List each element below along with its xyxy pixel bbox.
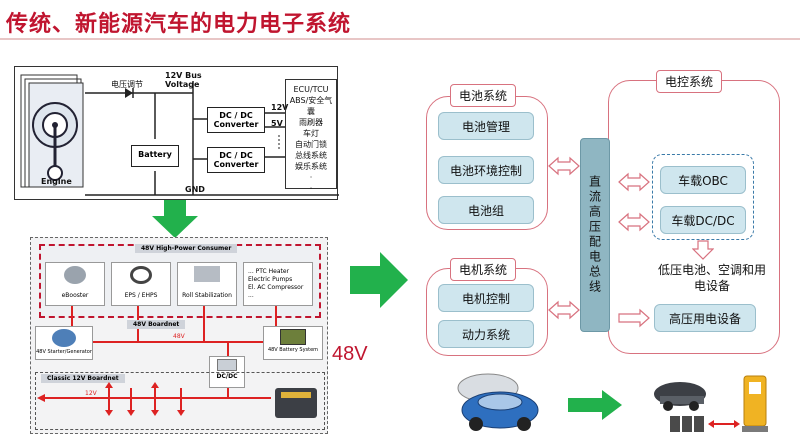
load-item: ECU/TCU (293, 85, 329, 94)
boardnet12-group (35, 372, 325, 430)
bus-12v-lines (37, 382, 271, 416)
battery-label: Battery (138, 150, 172, 159)
title-divider (0, 38, 800, 40)
right-arrow-icon (568, 390, 622, 420)
motor-item-1: 电机控制 (438, 284, 534, 312)
consumer-item-4: ... PTC Heater Electric Pumps El. AC Com… (243, 262, 313, 306)
motor-item-2: 动力系统 (438, 320, 534, 348)
battery12-illustration (275, 388, 317, 418)
consumer-item-2: EPS / EHPS (111, 262, 171, 306)
feed-line (203, 306, 205, 342)
load-item: 总线系统 (295, 151, 327, 160)
double-arrow-icon (618, 212, 650, 232)
engine-illustration: Engine (19, 73, 87, 191)
charging-illustration (654, 375, 768, 432)
consumer-illustration (64, 266, 86, 284)
starter-illustration (52, 329, 76, 347)
control-system-label: 电控系统 (656, 70, 723, 93)
battery12-terminal (281, 392, 311, 398)
page-title: 传统、新能源汽车的电力电子系统 (6, 12, 352, 37)
load-list: ECU/TCU ABS/安全气囊 雨刷器 车灯 自动门锁 总线系统 娱乐系统 ·… (285, 79, 337, 193)
bus-label-voltage: Voltage (165, 80, 200, 89)
battery48-label: 48V Battery System (267, 347, 319, 353)
electric-car-illustration (457, 373, 539, 431)
down-arrow-icon (152, 200, 198, 238)
motor-system-label: 电机系统 (450, 258, 517, 281)
double-arrow-icon (548, 300, 580, 320)
dcdc2-line1: DC / DC (219, 151, 253, 160)
load-item: 自动门锁 (295, 140, 327, 149)
line48-label: 48V (173, 333, 185, 340)
consumer-label: ... PTC Heater Electric Pumps El. AC Com… (248, 268, 304, 299)
down-arrow-icon (692, 240, 714, 260)
load-item: · (309, 184, 313, 193)
battery48-illustration (280, 329, 306, 345)
boardnet12-label: Classic 12V Boardnet (41, 374, 125, 383)
consumer-label: eBooster (61, 292, 89, 299)
dcdc1-line1: DC / DC (219, 111, 253, 120)
dcdc2-line2: Converter (213, 160, 259, 169)
consumer-item-3: Roll Stabilization (177, 262, 237, 306)
dcdc-48-label: DC/DC (216, 373, 238, 380)
load-item: ABS/安全气囊 (289, 96, 333, 116)
onboard-group (652, 154, 754, 240)
double-arrow-icon (548, 156, 580, 176)
feed-line (227, 388, 229, 398)
load-item: 雨刷器 (299, 118, 323, 127)
consumer-label: EPS / EHPS (124, 292, 158, 299)
bus-48v-line (71, 341, 277, 343)
hv-dc-bus: 直流高压配电总线 (580, 138, 610, 332)
load-item: · (309, 173, 313, 182)
v5-label: 5V (271, 119, 283, 128)
battery-box: Battery (131, 145, 179, 167)
right-arrow-icon (350, 252, 408, 308)
right-arrow-icon (618, 308, 650, 328)
feed-line (227, 342, 229, 356)
load-item: 车灯 (303, 129, 319, 138)
load-item: 娱乐系统 (295, 162, 327, 171)
consumer-item-1: eBooster (45, 262, 105, 306)
battery-system-label: 电池系统 (450, 84, 517, 107)
dcdc-48-illustration (217, 359, 237, 371)
traditional-12v-schematic: Engine 电压调节 12V Bus Voltage Battery DC /… (14, 66, 339, 200)
battery-item-1: 电池管理 (438, 112, 534, 140)
consumer-illustration (130, 266, 152, 284)
starter-label: 48V Starter/Generator (36, 349, 92, 355)
starter-generator: 48V Starter/Generator (35, 326, 93, 360)
diagram-48v: 48V High-Power Consumer eBooster EPS / E… (30, 237, 328, 434)
dcdc1-line2: Converter (213, 120, 259, 129)
onboard-obc: 车载OBC (660, 166, 746, 194)
v12-label: 12V (271, 103, 289, 112)
feed-line (71, 306, 73, 342)
feed-line (275, 306, 277, 342)
voltage-reg-label: 电压调节 (111, 80, 143, 89)
battery48-system: 48V Battery System (263, 326, 323, 360)
low-voltage-devices: 低压电池、空调和用电设备 (657, 263, 766, 293)
line12-label: 12V (85, 390, 97, 397)
battery-item-2: 电池环境控制 (438, 156, 534, 184)
consumer-illustration (194, 266, 220, 282)
dcdc-converter-1: DC / DC Converter (207, 107, 265, 133)
onboard-dcdc: 车载DC/DC (660, 206, 746, 234)
battery-item-3: 电池组 (438, 196, 534, 224)
dcdc-converter-2: DC / DC Converter (207, 147, 265, 173)
high-voltage-devices: 高压用电设备 (654, 304, 756, 332)
gnd-label: GND (185, 185, 205, 194)
label-48v: 48V (332, 343, 368, 365)
consumer-label: Roll Stabilization (182, 292, 232, 299)
boardnet48-label: 48V Boardnet (127, 320, 186, 329)
schematic-wiring (85, 81, 339, 196)
engine-label: Engine (41, 177, 72, 186)
bus-label: 12V Bus (165, 71, 202, 80)
double-arrow-icon (618, 172, 650, 192)
consumer-header: 48V High-Power Consumer (135, 244, 238, 253)
